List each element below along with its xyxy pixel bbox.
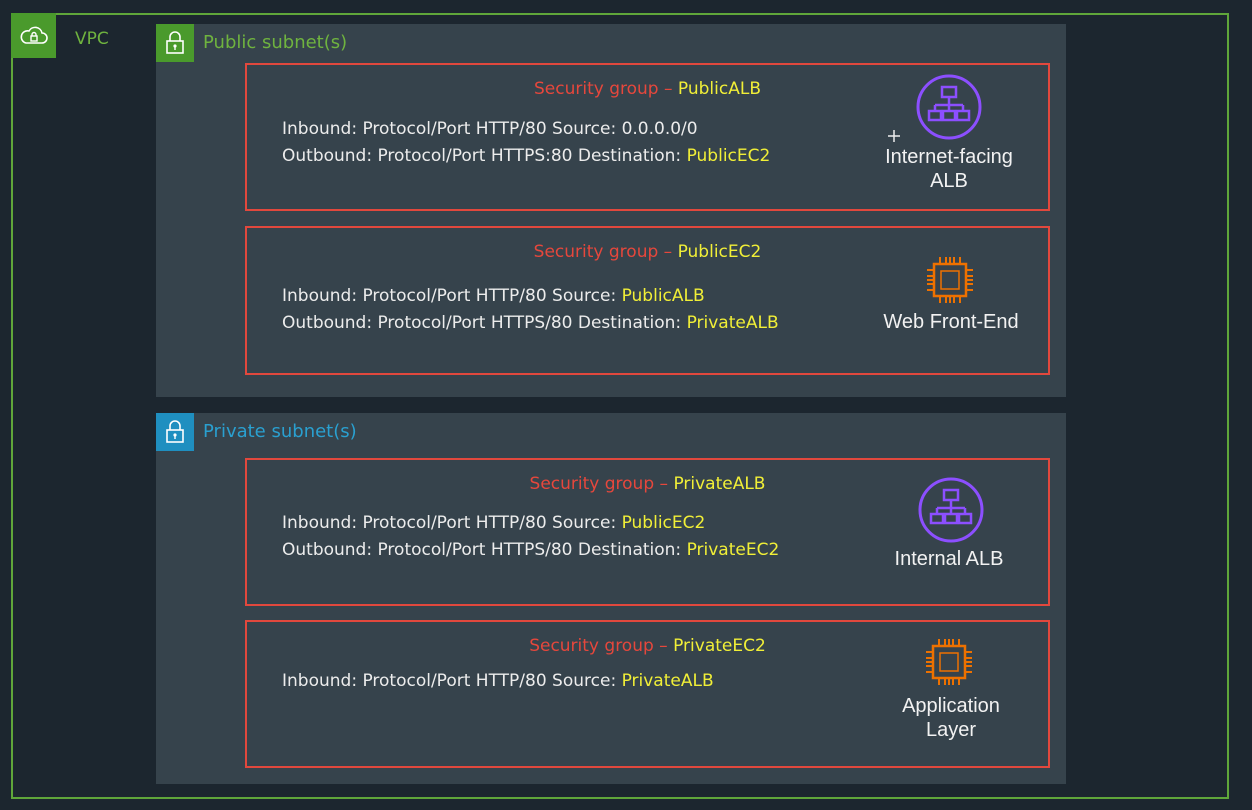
vpc-container (11, 13, 1229, 799)
inbound-rule-ref: PublicEC2 (621, 513, 706, 533)
service-label-line2: Layer (925, 719, 977, 741)
inbound-rule: Inbound: Protocol/Port HTTP/80 Source: 0… (282, 119, 698, 139)
public-subnet: Public subnet(s) Security group – Public… (156, 24, 1066, 397)
inbound-rule-text: Inbound: Protocol/Port HTTP/80 Source: (282, 513, 622, 533)
security-group-name: PublicALB (677, 79, 761, 99)
outbound-rule-ref: PrivateEC2 (686, 540, 780, 560)
service-label-line1: Internet-facing (885, 146, 1013, 168)
application-layer-label: Application Layer (861, 694, 1041, 742)
inbound-rule-text: Inbound: Protocol/Port HTTP/80 Source: 0… (282, 119, 698, 139)
inbound-rule: Inbound: Protocol/Port HTTP/80 Source: P… (282, 286, 705, 306)
security-group-public-ec2: Security group – PublicEC2 Inbound: Prot… (245, 226, 1050, 375)
inbound-rule-ref: PublicALB (621, 286, 705, 306)
security-group-title: Security group – PublicALB (247, 79, 1048, 99)
inbound-rule-text: Inbound: Protocol/Port HTTP/80 Source: (282, 286, 622, 306)
outbound-rule: Outbound: Protocol/Port HTTPS/80 Destina… (282, 313, 779, 333)
outbound-rule: Outbound: Protocol/Port HTTPS:80 Destina… (282, 146, 770, 166)
security-group-prefix: Security group – (529, 636, 674, 656)
security-group-name: PublicEC2 (677, 242, 762, 262)
vpc-cloud-icon (11, 13, 56, 58)
alb-icon (915, 73, 983, 145)
service-label-line1: Web Front-End (883, 311, 1019, 333)
security-group-prefix: Security group – (529, 474, 674, 494)
alb-icon (917, 476, 985, 548)
security-group-title: Security group – PrivateALB (247, 474, 1048, 494)
security-group-private-ec2: Security group – PrivateEC2 Inbound: Pro… (245, 620, 1050, 768)
internet-facing-alb-label: Internet-facing ALB (859, 145, 1039, 193)
security-group-name: PrivateALB (673, 474, 766, 494)
public-subnet-label: Public subnet(s) (203, 32, 348, 53)
ec2-chip-icon (923, 636, 975, 692)
security-group-prefix: Security group – (533, 242, 678, 262)
outbound-rule-text: Outbound: Protocol/Port HTTPS:80 Destina… (282, 146, 687, 166)
security-group-private-alb: Security group – PrivateALB Inbound: Pro… (245, 458, 1050, 606)
security-group-title: Security group – PrivateEC2 (247, 636, 1048, 656)
service-label-line1: Internal ALB (894, 548, 1004, 570)
service-label-line2: ALB (930, 170, 968, 192)
inbound-rule: Inbound: Protocol/Port HTTP/80 Source: P… (282, 513, 705, 533)
outbound-rule-ref: PublicEC2 (686, 146, 771, 166)
outbound-rule-text: Outbound: Protocol/Port HTTPS/80 Destina… (282, 313, 687, 333)
inbound-rule: Inbound: Protocol/Port HTTP/80 Source: P… (282, 671, 714, 691)
security-group-name: PrivateEC2 (673, 636, 766, 656)
outbound-rule-text: Outbound: Protocol/Port HTTPS/80 Destina… (282, 540, 687, 560)
web-front-end-label: Web Front-End (861, 310, 1041, 334)
internal-alb-label: Internal ALB (859, 547, 1039, 571)
security-group-title: Security group – PublicEC2 (247, 242, 1048, 262)
security-group-prefix: Security group – (534, 79, 678, 99)
cursor-icon (887, 128, 901, 147)
private-subnet: Private subnet(s) Security group – Priva… (156, 413, 1066, 784)
ec2-chip-icon (924, 254, 976, 310)
private-subnet-label: Private subnet(s) (203, 421, 357, 442)
inbound-rule-text: Inbound: Protocol/Port HTTP/80 Source: (282, 671, 622, 691)
security-group-public-alb: Security group – PublicALB Inbound: Prot… (245, 63, 1050, 211)
outbound-rule-ref: PrivateALB (686, 313, 779, 333)
service-label-line1: Application (902, 695, 1000, 717)
vpc-label: VPC (75, 29, 109, 49)
public-subnet-lock-icon (156, 24, 194, 62)
outbound-rule: Outbound: Protocol/Port HTTPS/80 Destina… (282, 540, 779, 560)
inbound-rule-ref: PrivateALB (621, 671, 714, 691)
private-subnet-lock-icon (156, 413, 194, 451)
